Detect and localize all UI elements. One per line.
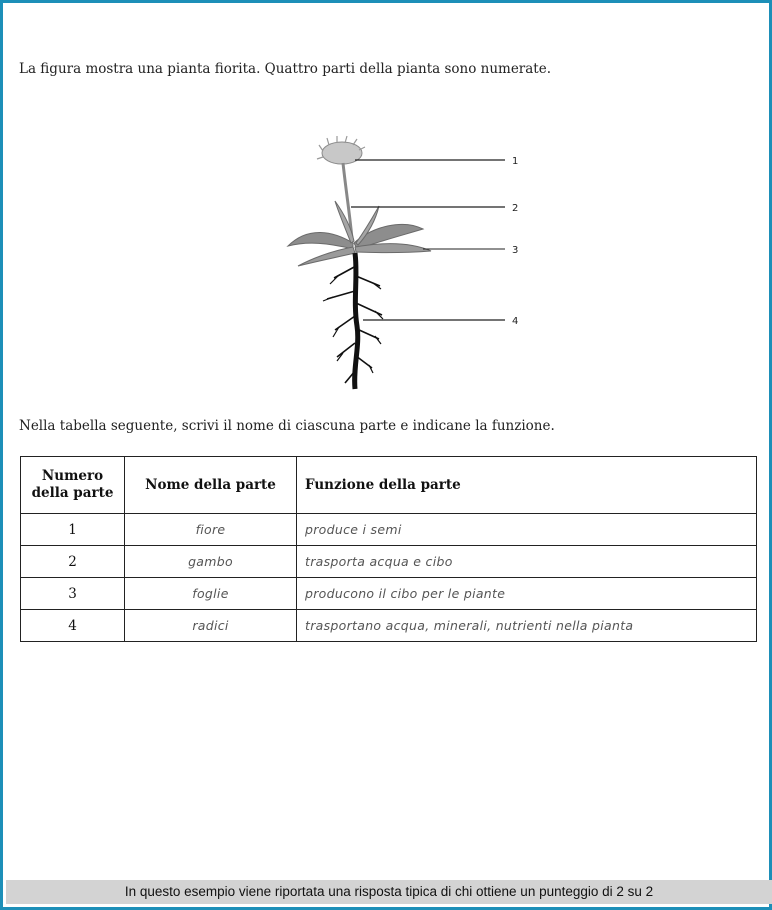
header-name: Nome della parte xyxy=(125,457,297,514)
row-number: 4 xyxy=(21,610,125,642)
table-row: 1 fiore produce i semi xyxy=(21,514,757,546)
row-part-name: foglie xyxy=(125,578,297,610)
figure-label-4: 4 xyxy=(512,316,518,327)
row-part-function: trasportano acqua, minerali, nutrienti n… xyxy=(297,610,757,642)
plant-figure: 1 2 3 4 xyxy=(283,131,533,393)
figure-label-1: 1 xyxy=(512,156,518,167)
row-part-function: producono il cibo per le piante xyxy=(297,578,757,610)
row-number: 1 xyxy=(21,514,125,546)
table-header-row: Numero della parte Nome della parte Funz… xyxy=(21,457,757,514)
row-number: 2 xyxy=(21,546,125,578)
instruction-text: Nella tabella seguente, scrivi il nome d… xyxy=(19,418,555,434)
table-row: 2 gambo trasporta acqua e cibo xyxy=(21,546,757,578)
table-row: 3 foglie producono il cibo per le piante xyxy=(21,578,757,610)
flower-illustration xyxy=(288,136,431,389)
header-number-line2: della parte xyxy=(32,485,114,501)
figure-label-2: 2 xyxy=(512,203,518,214)
row-part-name: gambo xyxy=(125,546,297,578)
row-part-name: radici xyxy=(125,610,297,642)
header-function: Funzione della parte xyxy=(297,457,757,514)
intro-text: La figura mostra una pianta fiorita. Qua… xyxy=(19,61,551,77)
row-part-name: fiore xyxy=(125,514,297,546)
row-part-function: trasporta acqua e cibo xyxy=(297,546,757,578)
plant-parts-table: Numero della parte Nome della parte Funz… xyxy=(20,456,757,642)
score-footer: In questo esempio viene riportata una ri… xyxy=(6,880,772,904)
row-number: 3 xyxy=(21,578,125,610)
row-part-function: produce i semi xyxy=(297,514,757,546)
figure-label-3: 3 xyxy=(512,245,518,256)
header-number: Numero della parte xyxy=(21,457,125,514)
header-number-line1: Numero xyxy=(42,468,103,484)
table-row: 4 radici trasportano acqua, minerali, nu… xyxy=(21,610,757,642)
